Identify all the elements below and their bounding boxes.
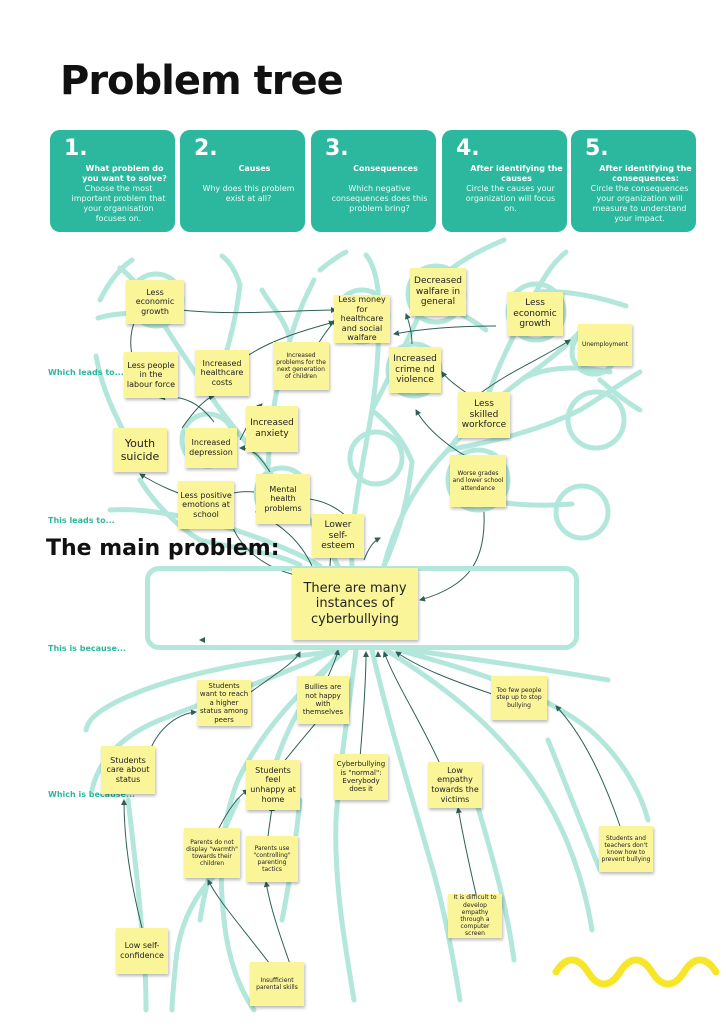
step-heading: Consequences (353, 164, 418, 173)
note-youth-suicide: Youth suicide (113, 428, 167, 472)
note-decreased-welfare: Decreased walfare in general (410, 268, 466, 316)
note-difficult-empathy-screen: It is difficult to develop empathy throu… (448, 894, 502, 938)
note-students-teachers-dont-know: Students and teachers don't know how to … (599, 826, 653, 872)
note-controlling-parenting: Parents use "controlling" parenting tact… (246, 836, 298, 882)
main-problem-note: There are many instances of cyberbullyin… (292, 568, 418, 640)
note-cyberbullying-normal: Cyberbullying is "normal": Everybody doe… (334, 754, 388, 800)
note-low-empathy: Low empathy towards the victims (428, 762, 482, 808)
step-number: 3. (325, 136, 349, 161)
note-increased-depression: Increased depression (185, 428, 237, 468)
note-no-warmth: Parents do not display "warmth" towards … (184, 828, 240, 878)
note-insufficient-parental-skills: Insufficient parental skills (250, 962, 304, 1006)
step-number: 2. (194, 136, 218, 161)
step-heading: What problem do you want to solve? (82, 164, 167, 183)
note-less-economic-growth-right: Less economic growth (507, 292, 563, 336)
note-increased-problems-next-gen: Increased problems for the next generati… (273, 342, 329, 390)
label-this-leads-to: This leads to... (48, 516, 115, 525)
note-less-positive-emotions: Less positive emotions at school (178, 481, 234, 529)
note-bullies-not-happy: Bullies are not happy with themselves (297, 676, 349, 724)
step-heading: Causes (238, 164, 271, 173)
note-students-care-status: Students care about status (101, 746, 155, 794)
note-less-skilled-workforce: Less skilled workforce (458, 392, 510, 438)
step-number: 4. (456, 136, 480, 161)
note-less-economic-growth-left: Less economic growth (126, 280, 184, 324)
note-less-money-healthcare: Less money for healthcare and social wal… (334, 295, 390, 343)
label-which-is-because: Which is because... (48, 790, 136, 799)
note-increased-anxiety: Increased anxiety (246, 406, 298, 452)
step-card-1: 1. What problem do you want to solve? Ch… (50, 130, 175, 232)
note-too-few-people: Too few people step up to stop bullying (491, 676, 547, 720)
step-heading: After identifying the causes (470, 164, 563, 183)
yellow-squiggle-decoration (552, 956, 720, 988)
main-problem-heading: The main problem: (46, 536, 280, 561)
label-which-leads-to: Which leads to... (48, 368, 124, 377)
step-heading: After identifying the consequences: (599, 164, 692, 183)
step-card-3: 3. Consequences Which negative consequen… (311, 130, 436, 232)
step-number: 1. (64, 136, 88, 161)
note-low-self-confidence: Low self-confidence (116, 928, 168, 974)
label-this-is-because: This is because... (48, 644, 127, 653)
note-lower-self-esteem: Lower self-esteem (312, 514, 364, 558)
step-text: Which negative consequences does this pr… (331, 184, 428, 213)
tree-roots (83, 647, 651, 1013)
step-card-4: 4. After identifying the causes Circle t… (442, 130, 567, 232)
note-less-people-labour: Less people in the labour force (124, 352, 178, 398)
note-students-unhappy-home: Students feel unhappy at home (246, 760, 300, 810)
note-worse-grades: Worse grades and lower school attendance (450, 455, 506, 507)
note-increased-healthcare-costs: Increased healthcare costs (195, 350, 249, 396)
note-students-higher-status: Students want to reach a higher status a… (197, 680, 251, 726)
page-title: Problem tree (60, 58, 344, 104)
note-unemployment: Unemployment (578, 324, 632, 366)
step-text: Circle the consequences your organizatio… (590, 184, 689, 223)
step-text: Why does this problem exist at all? (202, 184, 295, 203)
step-card-5: 5. After identifying the consequences: C… (571, 130, 696, 232)
note-mental-health-problems: Mental health problems (256, 474, 310, 524)
step-text: Circle the causes your organization will… (465, 184, 556, 213)
step-text: Choose the most important problem that y… (71, 184, 166, 223)
note-increased-crime: Increased crime nd violence (389, 347, 441, 393)
step-number: 5. (585, 136, 609, 161)
step-card-2: 2. Causes Why does this problem exist at… (180, 130, 305, 232)
